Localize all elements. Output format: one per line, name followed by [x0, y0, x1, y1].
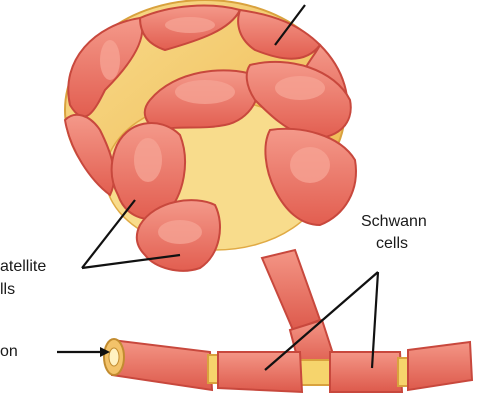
schwann-cells-label-line2: cells: [376, 235, 408, 253]
schwann-cells-label-line1: Schwann: [361, 213, 427, 231]
satellite-cells-label-line1: atellite: [0, 258, 46, 276]
satellite-cells-label-line2: lls: [0, 281, 15, 299]
axon-horizontal: [104, 339, 472, 392]
axon-label: on: [0, 343, 18, 361]
